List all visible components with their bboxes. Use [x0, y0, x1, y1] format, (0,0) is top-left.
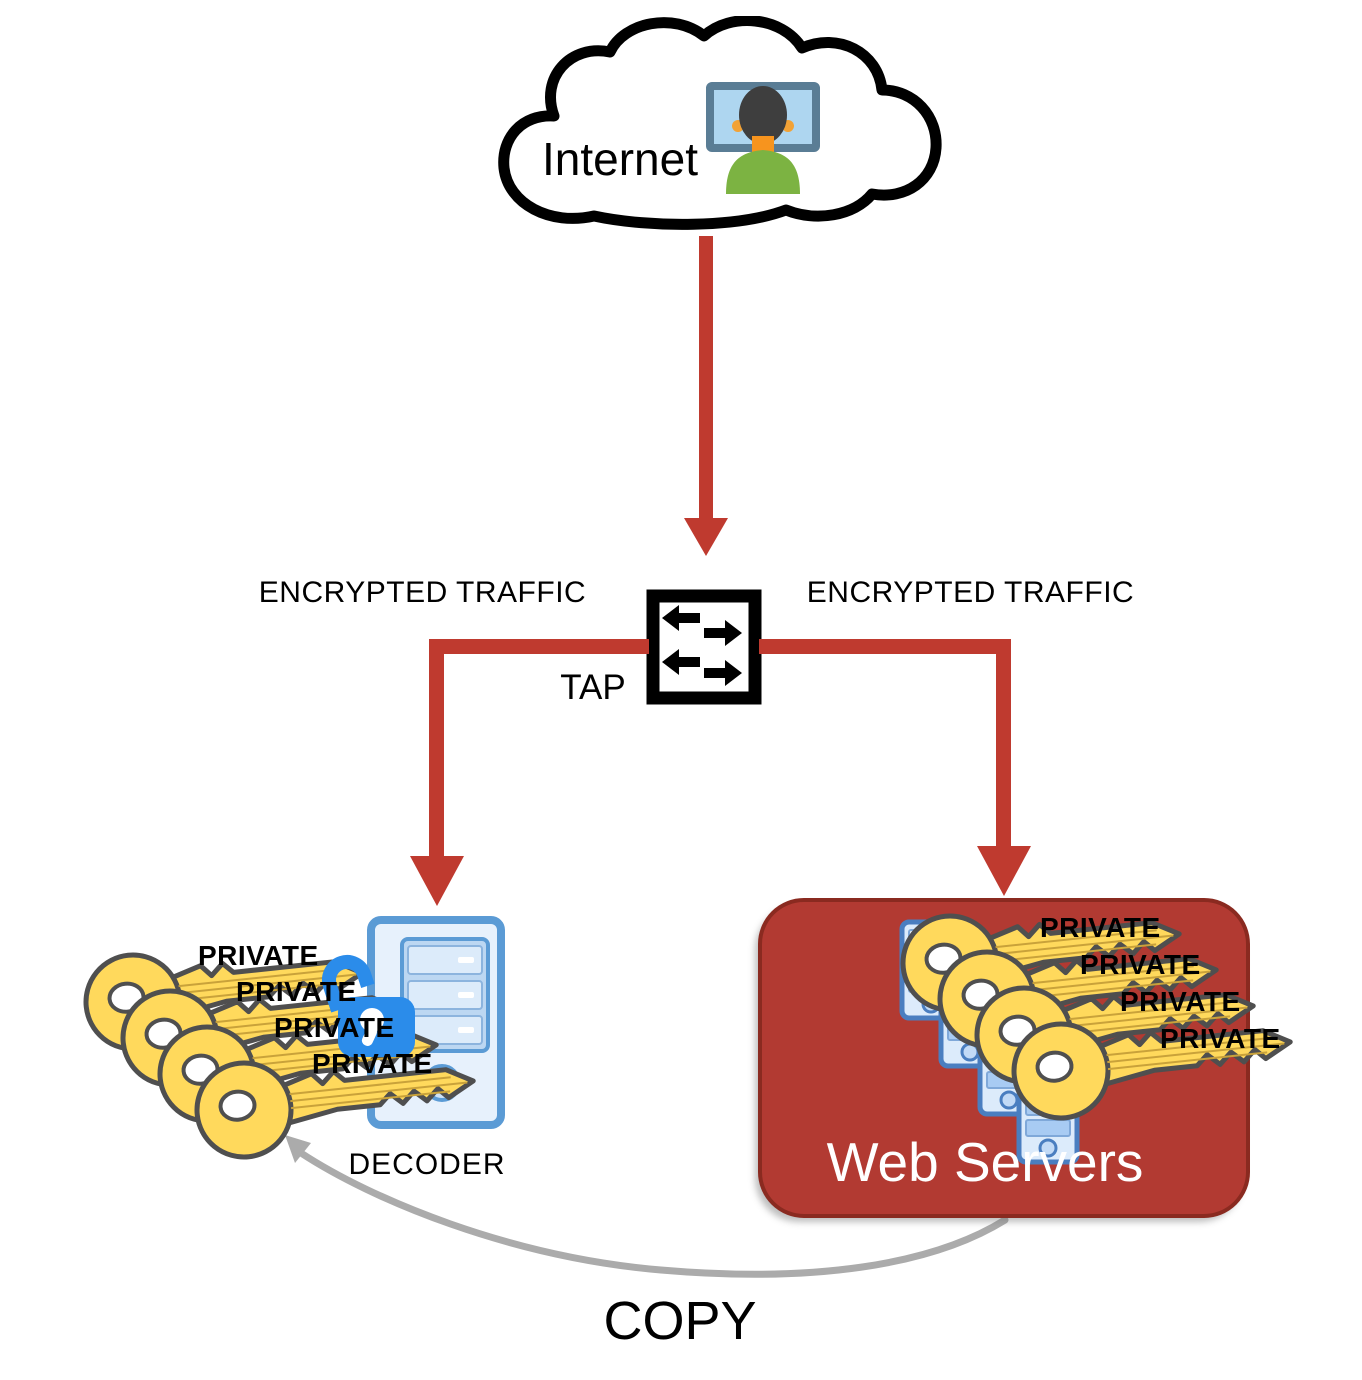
private-key-label: PRIVATE — [1120, 986, 1241, 1017]
private-key-label: PRIVATE — [1040, 912, 1161, 943]
internet-label: Internet — [542, 133, 698, 185]
encrypted-traffic-right-label: ENCRYPTED TRAFFIC — [806, 576, 1135, 609]
private-key-label: PRIVATE — [274, 1012, 395, 1043]
private-key-label: PRIVATE — [1080, 949, 1201, 980]
private-key-label: PRIVATE — [1160, 1023, 1281, 1054]
arrow-tap-to-servers-vertical — [996, 639, 1011, 849]
arrow-tap-to-servers-horizontal — [759, 639, 1011, 654]
decoder-label: DECODER — [348, 1148, 506, 1181]
network-tap-icon — [646, 589, 762, 705]
private-key-label: PRIVATE — [312, 1048, 433, 1079]
arrow-tap-to-decoder-horizontal — [429, 639, 649, 654]
web-servers-label: Web Servers — [826, 1131, 1144, 1193]
private-key-label: PRIVATE — [236, 976, 357, 1007]
tap-label: TAP — [560, 668, 626, 707]
arrow-tap-to-decoder-vertical — [429, 639, 444, 861]
copy-label: COPY — [603, 1291, 757, 1351]
encrypted-traffic-left-label: ENCRYPTED TRAFFIC — [258, 576, 587, 609]
open-padlock-icon — [322, 955, 415, 1057]
arrow-internet-to-tap-head — [684, 518, 728, 556]
arrow-tap-to-servers-head — [977, 846, 1031, 896]
user-at-computer-icon — [706, 82, 820, 194]
arrow-tap-to-decoder-head — [410, 856, 464, 906]
copy-curve-arrow — [285, 1135, 1009, 1278]
arrow-internet-to-tap-shaft — [699, 236, 713, 520]
private-key-label: PRIVATE — [198, 940, 319, 971]
